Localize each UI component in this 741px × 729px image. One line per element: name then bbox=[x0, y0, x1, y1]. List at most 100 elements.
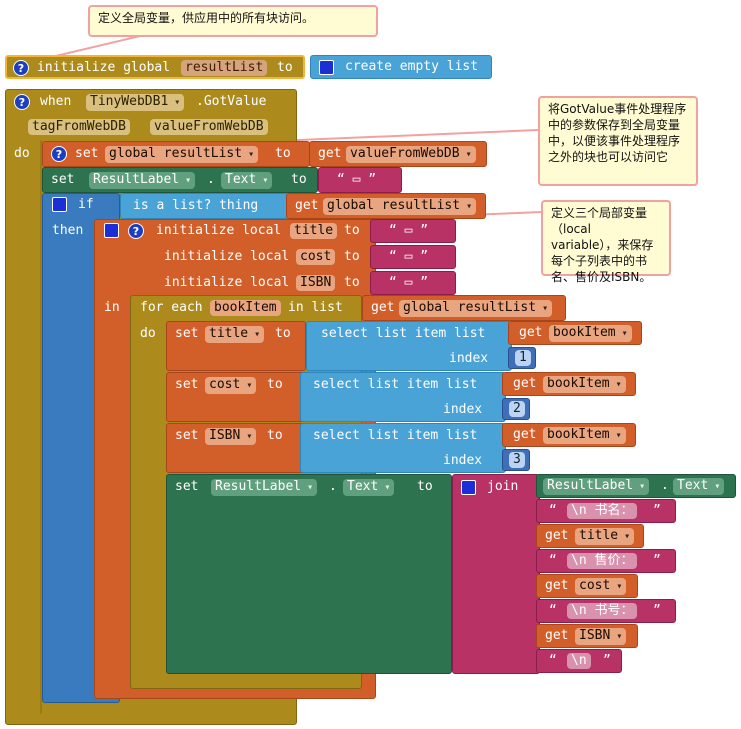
help-icon[interactable]: ? bbox=[13, 60, 29, 76]
get-valueFromWebDB-block[interactable]: get valueFromWebDB bbox=[309, 141, 487, 167]
to-label: to bbox=[291, 172, 307, 187]
create-empty-list-block[interactable]: create empty list bbox=[310, 55, 492, 79]
get-var-dropdown[interactable]: bookItem bbox=[543, 376, 626, 393]
text-block-booktitle[interactable]: “ \n 书名： ” bbox=[536, 499, 676, 523]
local-var-dropdown[interactable]: cost bbox=[205, 377, 257, 394]
set-label-text-block[interactable]: set ResultLabel . Text to bbox=[42, 167, 318, 193]
local-var-isbn[interactable]: ISBN bbox=[296, 275, 336, 291]
mutator-icon[interactable] bbox=[104, 223, 119, 238]
help-icon[interactable]: ? bbox=[14, 94, 30, 110]
local-var-dropdown[interactable]: ISBN bbox=[205, 428, 257, 445]
empty-string: “ ▭ ” bbox=[337, 172, 377, 187]
text-block-price[interactable]: “ \n 售价： ” bbox=[536, 549, 676, 573]
get-global-resultList-block[interactable]: get global resultList bbox=[286, 193, 486, 219]
index-label: index bbox=[443, 453, 483, 468]
get-var-dropdown[interactable]: bookItem bbox=[543, 427, 626, 444]
mutator-icon[interactable] bbox=[52, 197, 67, 212]
get-var-dropdown[interactable]: bookItem bbox=[549, 325, 632, 342]
comment-local-vars[interactable]: 定义三个局部变量（local variable），来保存每个子列表中的书名、售价… bbox=[541, 200, 671, 284]
get-isbn-block[interactable]: get ISBN bbox=[536, 624, 638, 648]
text-block-isbn[interactable]: “ \n 书号： ” bbox=[536, 599, 676, 623]
get-global-resultList-block[interactable]: get global resultList bbox=[362, 295, 566, 321]
empty-text-block[interactable]: “ ▭ ” bbox=[370, 245, 456, 269]
init-global-label: initialize global bbox=[37, 60, 171, 75]
select-list-item-block[interactable]: select list item list index bbox=[300, 372, 506, 422]
component-dropdown[interactable]: ResultLabel bbox=[211, 479, 318, 496]
component-dropdown[interactable]: ResultLabel bbox=[543, 478, 650, 495]
index-number-block[interactable]: 2 bbox=[502, 398, 530, 420]
property-dropdown[interactable]: Text bbox=[221, 172, 273, 189]
quote-close: ” bbox=[653, 503, 661, 518]
help-icon[interactable]: ? bbox=[128, 223, 144, 239]
loop-var-bookItem[interactable]: bookItem bbox=[210, 300, 281, 316]
event-name: .GotValue bbox=[196, 94, 267, 109]
select-list-item-block[interactable]: select list item list index bbox=[306, 321, 512, 371]
is-a-list-block[interactable]: is a list? thing bbox=[120, 193, 288, 219]
to-label: to bbox=[344, 275, 360, 290]
select-list-item-label: select list item list bbox=[313, 377, 478, 392]
component-dropdown[interactable]: TinyWebDB1 bbox=[86, 94, 185, 111]
get-var-dropdown[interactable]: ISBN bbox=[575, 628, 627, 645]
local-var-dropdown[interactable]: title bbox=[205, 326, 265, 343]
property-dropdown[interactable]: Text bbox=[343, 479, 395, 496]
index-value[interactable]: 1 bbox=[515, 350, 531, 366]
get-cost-block[interactable]: get cost bbox=[536, 574, 638, 598]
set-label: set bbox=[51, 172, 75, 187]
do-label: do bbox=[140, 326, 156, 341]
local-var-cost[interactable]: cost bbox=[296, 249, 336, 265]
empty-text-block[interactable]: “ ▭ ” bbox=[318, 167, 402, 193]
get-var-dropdown[interactable]: title bbox=[575, 528, 635, 545]
param-value[interactable]: valueFromWebDB bbox=[150, 119, 268, 135]
index-value[interactable]: 2 bbox=[509, 401, 525, 417]
component-dropdown[interactable]: ResultLabel bbox=[89, 172, 196, 189]
to-label: to bbox=[275, 326, 291, 341]
quote-close: ” bbox=[653, 603, 661, 618]
get-title-block[interactable]: get title bbox=[536, 524, 644, 548]
index-value[interactable]: 3 bbox=[509, 452, 525, 468]
get-bookItem-block[interactable]: get bookItem bbox=[502, 423, 636, 447]
set-title-block[interactable]: set title to bbox=[166, 321, 306, 371]
quote-open: “ bbox=[549, 653, 557, 668]
get-bookItem-block[interactable]: get bookItem bbox=[502, 372, 636, 396]
get-var-dropdown[interactable]: global resultList bbox=[399, 300, 553, 317]
index-number-block[interactable]: 1 bbox=[508, 347, 536, 369]
get-var-dropdown[interactable]: valueFromWebDB bbox=[346, 146, 476, 163]
join-block[interactable]: join bbox=[452, 474, 540, 674]
index-number-block[interactable]: 3 bbox=[502, 449, 530, 471]
select-list-item-block[interactable]: select list item list index bbox=[300, 423, 506, 473]
init-global-block[interactable]: ? initialize global resultList to bbox=[5, 55, 305, 79]
text-value[interactable]: \n 书号： bbox=[567, 603, 638, 619]
global-target-dropdown[interactable]: global resultList bbox=[105, 146, 259, 163]
set-result-text-block[interactable]: set ResultLabel . Text to bbox=[166, 474, 452, 674]
get-bookItem-block[interactable]: get bookItem bbox=[508, 321, 642, 345]
get-label: get bbox=[545, 578, 569, 593]
global-var-name[interactable]: resultList bbox=[181, 60, 268, 76]
mutator-icon[interactable] bbox=[319, 60, 334, 75]
text-value[interactable]: \n 售价： bbox=[567, 553, 638, 569]
empty-string: “ ▭ ” bbox=[389, 249, 429, 264]
empty-string: “ ▭ ” bbox=[389, 275, 429, 290]
to-label: to bbox=[267, 428, 283, 443]
text-value[interactable]: \n bbox=[567, 653, 591, 669]
empty-text-block[interactable]: “ ▭ ” bbox=[370, 219, 456, 243]
get-var-dropdown[interactable]: cost bbox=[575, 578, 627, 595]
set-label: set bbox=[175, 377, 199, 392]
empty-text-block[interactable]: “ ▭ ” bbox=[370, 271, 456, 295]
set-isbn-block[interactable]: set ISBN to bbox=[166, 423, 306, 473]
get-label: get bbox=[318, 146, 342, 161]
property-dropdown[interactable]: Text bbox=[673, 478, 725, 495]
comment-save-param[interactable]: 将GotValue事件处理程序中的参数保存到全局变量中，以便该事件处理程序之外的… bbox=[538, 96, 698, 186]
set-global-block[interactable]: ? set global resultList to bbox=[42, 141, 310, 167]
text-value[interactable]: \n 书名： bbox=[567, 503, 638, 519]
empty-string: “ ▭ ” bbox=[389, 223, 429, 238]
set-cost-block[interactable]: set cost to bbox=[166, 372, 306, 422]
local-var-title[interactable]: title bbox=[290, 223, 338, 239]
get-label-text-block[interactable]: ResultLabel . Text bbox=[536, 474, 736, 498]
mutator-icon[interactable] bbox=[461, 480, 476, 495]
help-icon[interactable]: ? bbox=[51, 146, 67, 162]
text-block-newline[interactable]: “ \n ” bbox=[536, 649, 622, 673]
param-tag[interactable]: tagFromWebDB bbox=[28, 119, 130, 135]
get-var-dropdown[interactable]: global resultList bbox=[323, 198, 477, 215]
comment-global-var[interactable]: 定义全局变量，供应用中的所有块访问。 bbox=[88, 5, 378, 37]
to-label: to bbox=[277, 60, 293, 75]
